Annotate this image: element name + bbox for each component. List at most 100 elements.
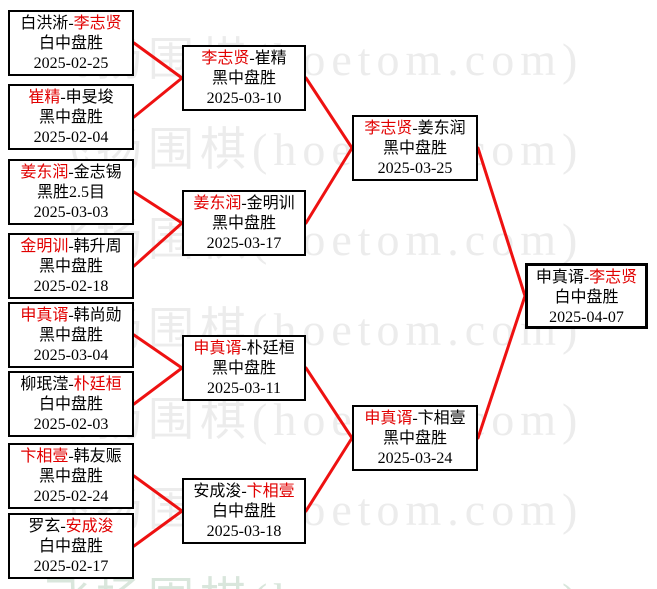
match-date: 2025-02-24 (33, 488, 109, 505)
player-name: 姜东润 (20, 164, 69, 181)
match-players: 柳珉滢-朴廷桓 (10, 375, 132, 395)
match-date: 2025-03-03 (33, 204, 109, 221)
match-result: 黑中盘胜 (382, 430, 447, 447)
match-players: 申真谞-朴廷桓 (184, 339, 304, 359)
player-name: 崔精 (28, 89, 61, 106)
player-name: 朴廷桓 (73, 376, 122, 393)
player-name: 姜东润 (193, 195, 242, 212)
match-date: 2025-03-17 (206, 235, 282, 252)
match-date: 2025-02-25 (33, 55, 109, 72)
vs-dash: - (68, 307, 74, 324)
match-result: 黑中盘胜 (211, 70, 276, 87)
match-box-r2-2: 姜东润-金明训 黑中盘胜 2025-03-17 (182, 190, 306, 256)
player-name: 韩友赈 (73, 448, 122, 465)
match-box-r2-4: 安成浚-卞相壹 白中盘胜 2025-03-18 (182, 478, 306, 544)
match-date: 2025-03-18 (206, 523, 282, 540)
bracket-connector (132, 190, 184, 225)
match-result: 白中盘胜 (38, 538, 103, 555)
match-box-r1-7: 卞相壹-韩友赈 黑中盘胜 2025-02-24 (8, 443, 134, 509)
player-name: 崔精 (254, 50, 287, 67)
player-name: 申真谞 (193, 340, 242, 357)
match-box-r1-5: 申真谞-韩尚勋 黑中盘胜 2025-03-04 (8, 302, 134, 368)
match-date: 2025-02-03 (33, 416, 109, 433)
bracket-connector (132, 221, 184, 268)
bracket-connector (132, 509, 184, 548)
vs-dash: - (60, 89, 66, 106)
vs-dash: - (68, 15, 74, 32)
player-name: 卞相壹 (20, 448, 69, 465)
player-name: 卞相壹 (417, 410, 466, 427)
player-name: 韩尚勋 (73, 307, 122, 324)
vs-dash: - (241, 483, 247, 500)
match-date: 2025-03-10 (206, 90, 282, 107)
watermark-text: 飞扬围棋(hoetom.com) (44, 572, 583, 589)
match-players: 李志贤-崔精 (184, 49, 304, 69)
match-players: 申真谞-李志贤 (528, 268, 645, 288)
player-name: 白洪淅 (20, 15, 69, 32)
match-box-r1-1: 白洪淅-李志贤 白中盘胜 2025-02-25 (8, 10, 134, 76)
match-date: 2025-03-24 (377, 450, 453, 467)
match-players: 金明训-韩升周 (10, 237, 132, 257)
player-name: 李志贤 (589, 269, 638, 286)
player-name: 韩升周 (73, 238, 122, 255)
vs-dash: - (68, 448, 74, 465)
match-players: 申真谞-卞相壹 (354, 409, 476, 429)
match-players: 罗玄-安成浚 (10, 517, 132, 537)
bracket-connector (132, 333, 184, 370)
match-box-r1-6: 柳珉滢-朴廷桓 白中盘胜 2025-02-03 (8, 371, 134, 437)
bracket-connector (132, 76, 184, 119)
match-box-r1-8: 罗玄-安成浚 白中盘胜 2025-02-17 (8, 513, 134, 579)
player-name: 罗玄 (28, 518, 61, 535)
vs-dash: - (241, 340, 247, 357)
player-name: 姜东润 (417, 120, 466, 137)
match-result: 黑中盘胜 (38, 327, 103, 344)
match-date: 2025-03-25 (377, 160, 453, 177)
vs-dash: - (68, 164, 74, 181)
player-name: 申真谞 (535, 269, 584, 286)
match-result: 黑胜2.5目 (36, 184, 105, 201)
match-box-final: 申真谞-李志贤 白中盘胜 2025-04-07 (525, 263, 648, 329)
match-result: 黑中盘胜 (38, 468, 103, 485)
player-name: 朴廷桓 (246, 340, 295, 357)
vs-dash: - (249, 50, 255, 67)
match-players: 申真谞-韩尚勋 (10, 306, 132, 326)
match-players: 姜东润-金明训 (184, 194, 304, 214)
player-name: 金明训 (246, 195, 295, 212)
vs-dash: - (68, 376, 74, 393)
player-name: 金明训 (20, 238, 69, 255)
match-players: 白洪淅-李志贤 (10, 14, 132, 34)
match-result: 黑中盘胜 (211, 360, 276, 377)
bracket-connector (304, 146, 354, 225)
player-name: 安成浚 (65, 518, 114, 535)
bracket-connector (304, 76, 354, 150)
bracket-connector (304, 366, 354, 440)
bracket-connector (132, 41, 184, 80)
vs-dash: - (68, 238, 74, 255)
vs-dash: - (412, 120, 418, 137)
player-name: 金志锡 (73, 164, 122, 181)
vs-dash: - (583, 269, 590, 286)
bracket-connector (132, 474, 184, 513)
bracket-connector (304, 436, 354, 513)
match-result: 黑中盘胜 (382, 140, 447, 157)
match-result: 黑中盘胜 (38, 109, 103, 126)
match-date: 2025-02-17 (33, 558, 109, 575)
match-result: 黑中盘胜 (211, 215, 276, 232)
player-name: 李志贤 (73, 15, 122, 32)
match-result: 白中盘胜 (38, 35, 103, 52)
bracket-connector (132, 366, 184, 406)
vs-dash: - (412, 410, 418, 427)
bracket-connector (476, 146, 527, 298)
player-name: 卞相壹 (246, 483, 295, 500)
player-name: 申真谞 (364, 410, 413, 427)
match-date: 2025-04-07 (549, 309, 624, 326)
player-name: 申真谞 (20, 307, 69, 324)
match-players: 李志贤-姜东润 (354, 119, 476, 139)
match-box-r1-3: 姜东润-金志锡 黑胜2.5目 2025-03-03 (8, 159, 134, 225)
player-name: 安成浚 (193, 483, 242, 500)
match-date: 2025-03-11 (206, 380, 282, 397)
match-players: 崔精-申旻埈 (10, 88, 132, 108)
bracket-connector (476, 294, 527, 440)
